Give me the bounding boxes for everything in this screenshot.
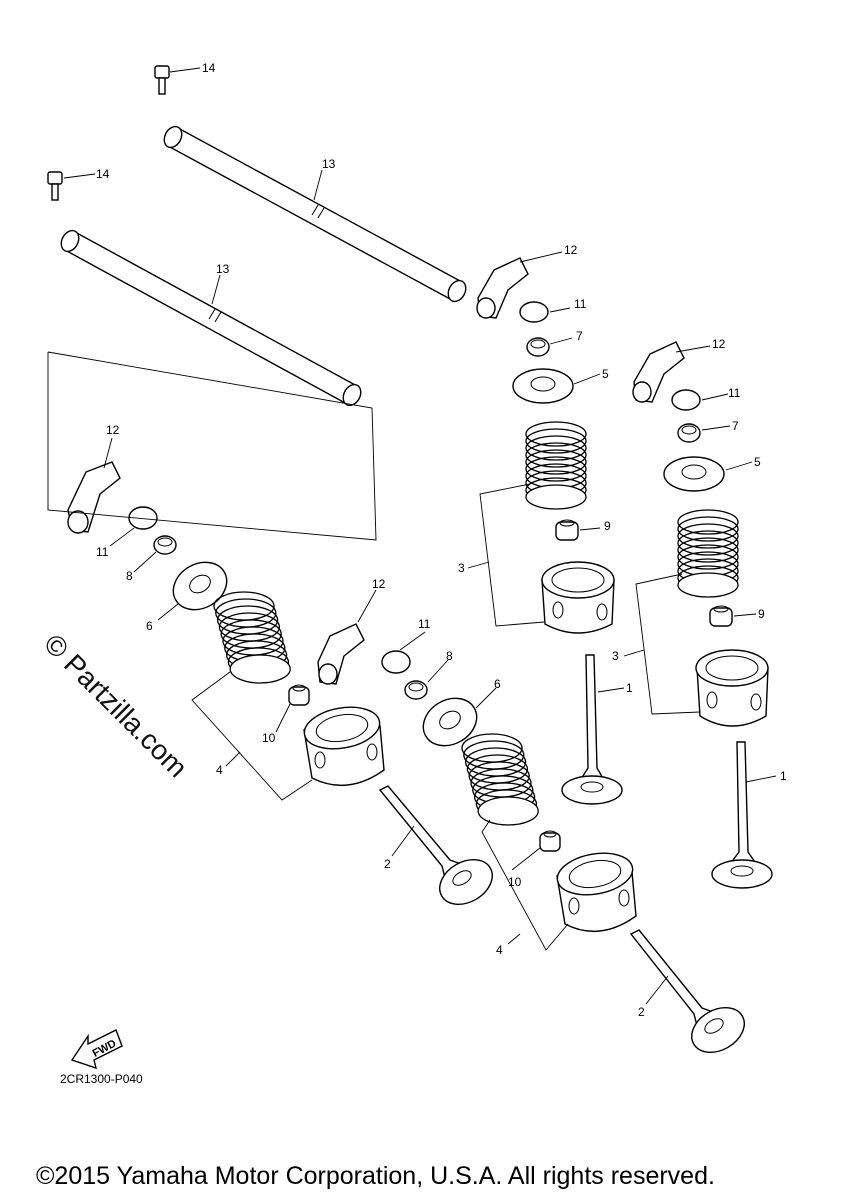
callout-11-d: 11 (418, 617, 431, 631)
shaft-bolt-lower (47, 171, 63, 201)
exhaust-valve-b (629, 929, 745, 1053)
callout-7-b: 7 (732, 419, 739, 433)
callout-8-a: 8 (126, 569, 133, 583)
valve-pad-a (519, 301, 549, 323)
rocker-shaft-upper (163, 125, 467, 303)
spring-coil (525, 421, 587, 447)
valve-spring-c (213, 591, 291, 684)
callout-12-c: 12 (106, 423, 120, 437)
valve-pad-d (381, 650, 411, 674)
callout-2-a: 2 (384, 857, 391, 871)
callout-13-lower: 13 (216, 262, 230, 276)
callout-6-a: 6 (146, 619, 153, 633)
callout-11-a: 11 (574, 297, 587, 311)
callout-1-a: 1 (626, 681, 633, 695)
callout-3-b: 3 (612, 649, 619, 663)
rocker-arm-b (632, 341, 685, 403)
spring-coil (677, 530, 739, 556)
fwd-arrow-icon: FWD (70, 1029, 123, 1070)
rocker-arm-d (317, 623, 365, 685)
callout-14-upper: 14 (202, 61, 216, 75)
callout-10-a: 10 (262, 731, 276, 745)
spring-retainer-d (422, 697, 478, 747)
callout-13-upper: 13 (322, 157, 336, 171)
valve-lifter-c (303, 706, 385, 787)
spring-coil (677, 516, 739, 542)
valve-pad-c (128, 506, 158, 530)
callout-3-a: 3 (458, 561, 465, 575)
intake-valve-a (561, 654, 623, 805)
spring-coil (525, 435, 587, 461)
callout-8-b: 8 (446, 649, 453, 663)
copyright-notice: ©2015 Yamaha Motor Corporation, U.S.A. A… (36, 1162, 715, 1190)
callout-5-a: 5 (602, 367, 609, 381)
spring-retainer-c (172, 561, 228, 611)
spring-coil (525, 449, 587, 475)
callout-14-lower: 14 (96, 167, 110, 181)
diagram-reference-code: 2CR1300-P040 (60, 1072, 143, 1086)
spring-coil (677, 537, 739, 563)
valve-cotter-c (153, 535, 177, 555)
spring-coil (677, 509, 739, 535)
spring-coil (677, 572, 739, 598)
exhaust-valve-a (378, 785, 493, 905)
valve-cotter-d (404, 680, 428, 700)
valve-spring-a (525, 421, 587, 510)
callout-4-a: 4 (216, 763, 223, 777)
callout-4-b: 4 (496, 943, 503, 957)
callout-11-c: 11 (96, 545, 109, 559)
spring-coil (677, 523, 739, 549)
spring-coil (677, 544, 739, 570)
callout-7-a: 7 (576, 329, 583, 343)
callout-5-b: 5 (754, 455, 761, 469)
valve-lifter-d (556, 852, 637, 933)
bracket-spring-assy-3b (623, 573, 701, 715)
valve-lifter-a (541, 561, 615, 634)
callout-12-d: 12 (372, 577, 386, 591)
valve-spring-b (677, 509, 739, 598)
stem-seal-b (709, 605, 733, 627)
spring-coil (477, 796, 539, 826)
leader-lines (63, 67, 777, 1005)
spring-coil (229, 654, 291, 684)
intake-valve-b (711, 741, 773, 889)
group-outline-rocker-shaft (47, 351, 377, 541)
bracket-spring-assy-4a (191, 671, 313, 801)
callout-12-b: 12 (712, 337, 726, 351)
spring-coil (525, 456, 587, 482)
callout-10-b: 10 (508, 875, 522, 889)
stem-seal-c (288, 684, 310, 706)
callout-6-b: 6 (494, 677, 501, 691)
valve-pad-b (671, 389, 701, 411)
callout-9-b: 9 (758, 607, 765, 621)
valve-spring-d (461, 733, 539, 826)
spring-coil (525, 442, 587, 468)
bracket-spring-assy-4b (481, 819, 569, 951)
rocker-arm-a (476, 257, 529, 319)
callout-2-b: 2 (638, 1005, 645, 1019)
callout-1-b: 1 (780, 769, 787, 783)
spring-retainer-b (663, 456, 725, 492)
shaft-bolt-upper (154, 65, 170, 95)
rocker-shaft-lower (60, 229, 362, 407)
callout-9-a: 9 (604, 519, 611, 533)
valve-cotter-b (677, 423, 701, 443)
spring-coil (525, 484, 587, 510)
bracket-spring-assy-3a (467, 483, 545, 627)
stem-seal-a (555, 519, 579, 541)
callout-12-a: 12 (564, 243, 578, 257)
valve-lifter-b (695, 649, 769, 727)
stem-seal-d (539, 830, 561, 852)
callout-11-b: 11 (728, 386, 741, 400)
rocker-arm-c (67, 461, 121, 534)
spring-retainer-a (512, 368, 574, 404)
spring-coil (525, 428, 587, 454)
valve-cotter-a (526, 337, 550, 357)
